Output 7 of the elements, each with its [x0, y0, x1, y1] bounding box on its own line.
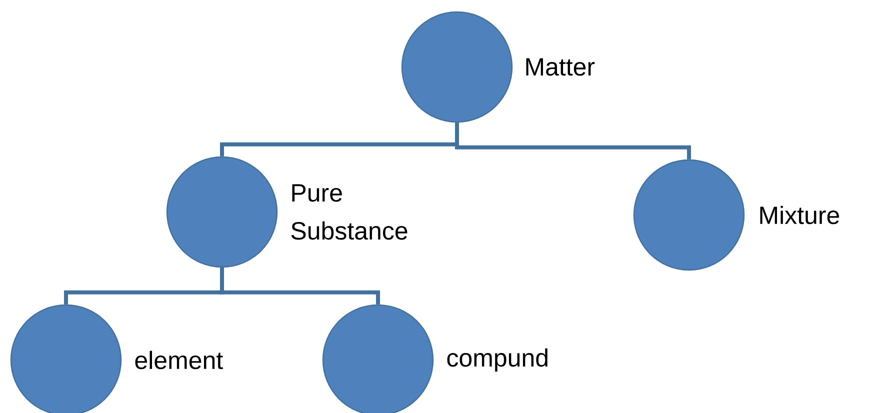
node-label: Pure Substance	[291, 184, 408, 240]
node-label: Matter	[526, 58, 595, 76]
node-label: compund	[447, 348, 548, 372]
connector-line	[455, 122, 691, 160]
node-label: Mixture	[760, 206, 840, 224]
node-label: element	[135, 350, 223, 370]
connector-line	[220, 268, 380, 304]
